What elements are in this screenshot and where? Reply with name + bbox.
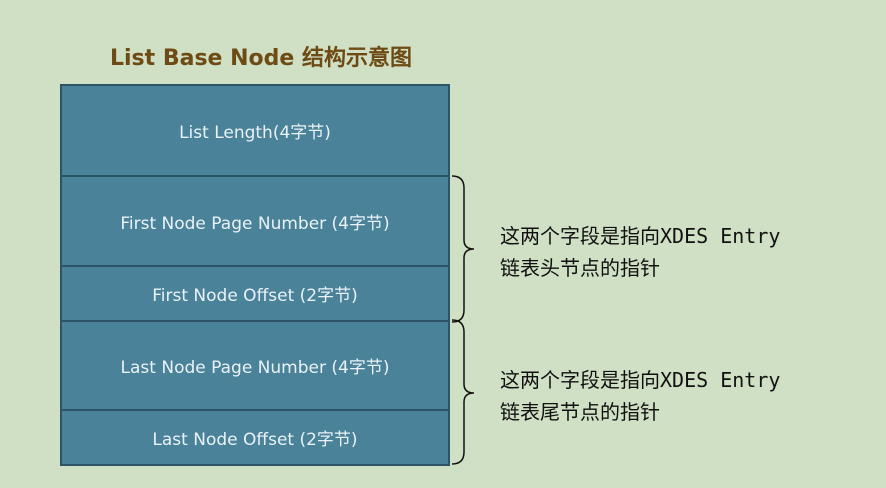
annotation-line: 这两个字段是指向XDES Entry (500, 368, 781, 392)
last-node-brace (451, 319, 475, 465)
first-node-brace (451, 175, 475, 323)
row-first-node-offset: First Node Offset (2字节) (152, 286, 358, 306)
row-last-node-page-number: Last Node Page Number (4字节) (120, 358, 390, 378)
diagram-title: List Base Node 结构示意图 (110, 46, 412, 71)
row-divider (62, 320, 448, 322)
first-node-annotation: 这两个字段是指向XDES Entry 链表头节点的指针 (500, 220, 780, 284)
row-last-node-offset: Last Node Offset (2字节) (152, 430, 358, 450)
row-first-node-page-number: First Node Page Number (4字节) (120, 213, 390, 234)
annotation-line: 链表头节点的指针 (500, 256, 660, 280)
row-list-length: List Length(4字节) (179, 123, 331, 143)
annotation-line: 链表尾节点的指针 (500, 400, 660, 424)
row-divider (62, 409, 448, 411)
row-divider (62, 175, 448, 177)
row-divider (62, 265, 448, 267)
list-base-node-table: List Length(4字节) First Node Page Number … (60, 84, 450, 466)
last-node-annotation: 这两个字段是指向XDES Entry 链表尾节点的指针 (500, 364, 780, 428)
annotation-line: 这两个字段是指向XDES Entry (500, 224, 781, 248)
